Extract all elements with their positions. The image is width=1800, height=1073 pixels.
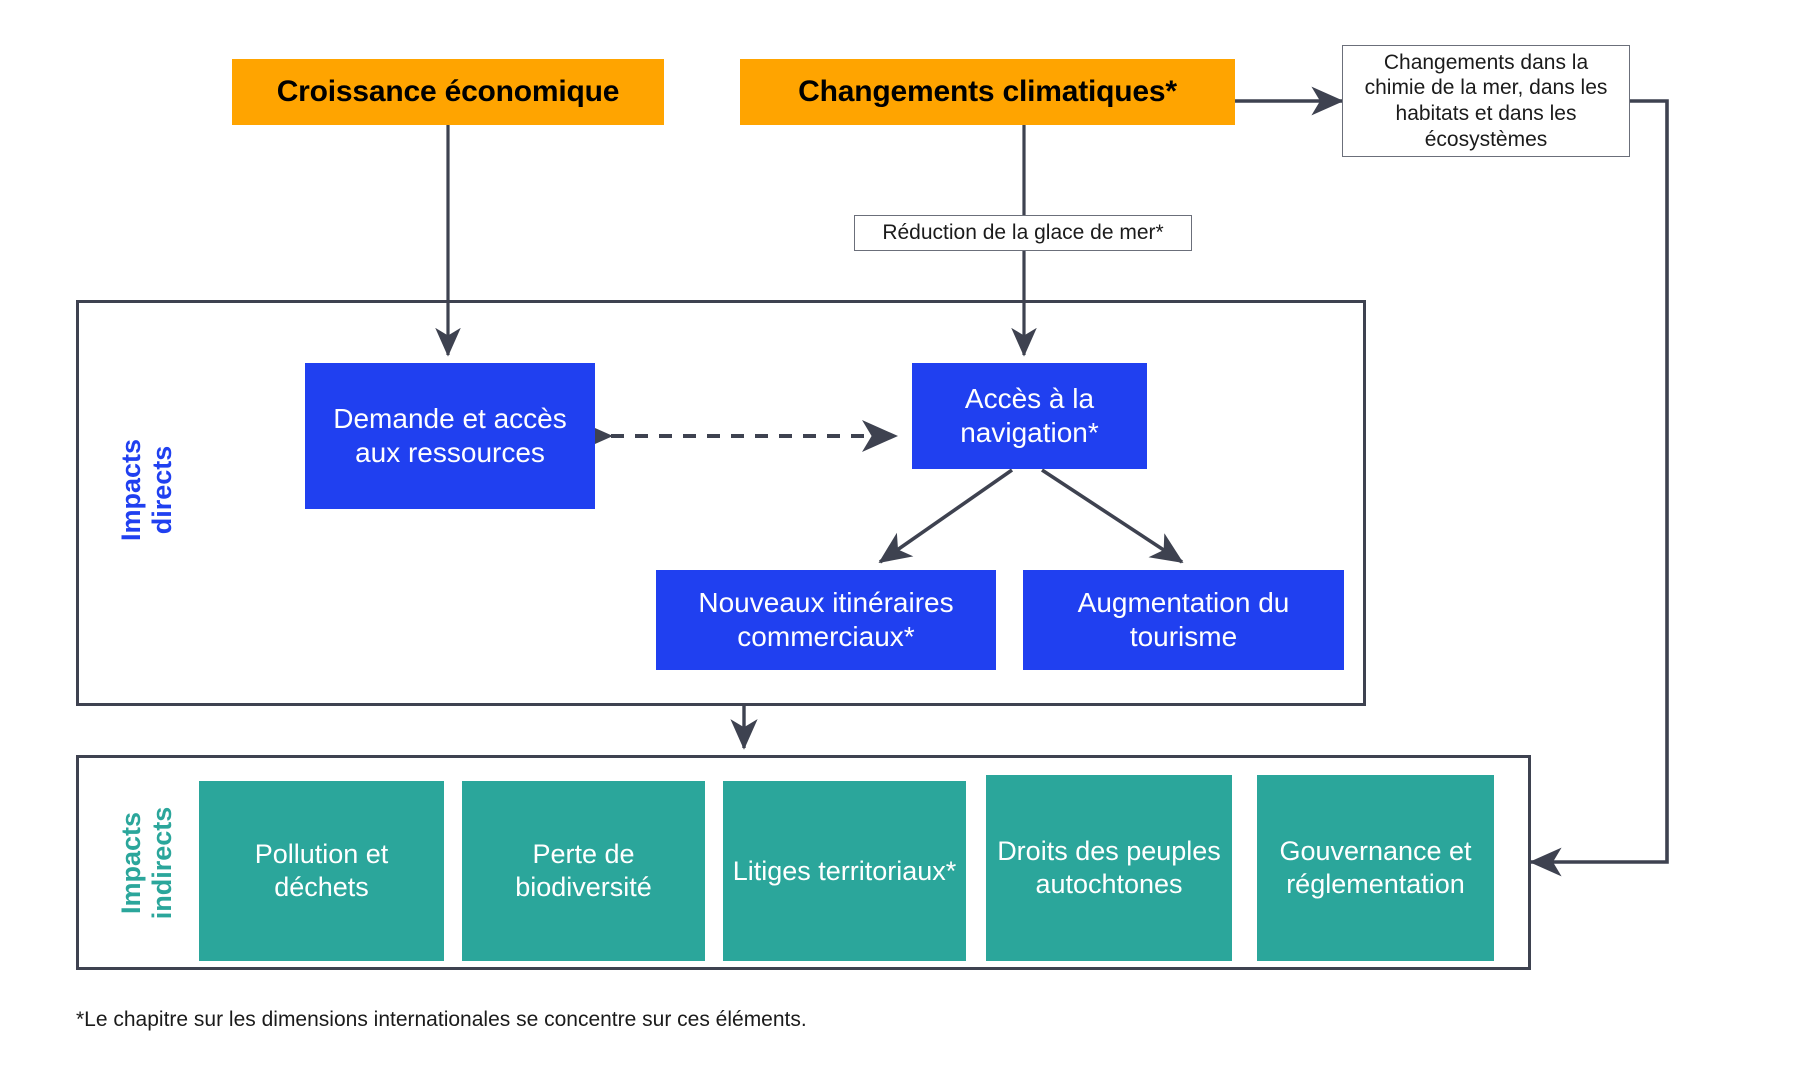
- indirect-node-pollution-et-dechets[interactable]: Pollution et déchets: [199, 781, 444, 961]
- direct-label-tourisme: Augmentation du tourisme: [1077, 586, 1290, 652]
- driver-box-changements-climatiques[interactable]: Changements climatiques*: [740, 59, 1235, 125]
- intermediate-box-glace-de-mer[interactable]: Réduction de la glace de mer*: [854, 215, 1192, 251]
- driver-label-croissance: Croissance économique: [276, 74, 620, 108]
- group-frame-impacts-directs: [76, 300, 1366, 706]
- intermediate-box-chimie-de-la-mer[interactable]: Changements dans la chimie de la mer, da…: [1342, 45, 1630, 157]
- indirect-label-litiges: Litiges territoriaux*: [732, 855, 957, 886]
- direct-label-navigation: Accès à la navigation*: [960, 382, 1099, 448]
- indirect-label-droits: Droits des peuples autochtones: [997, 836, 1221, 899]
- intermediate-label-chimie: Changements dans la chimie de la mer, da…: [1364, 50, 1608, 151]
- direct-node-nouveaux-itineraires-commerciaux[interactable]: Nouveaux itinéraires commerciaux*: [656, 570, 996, 670]
- indirect-node-perte-de-biodiversite[interactable]: Perte de biodiversité: [462, 781, 705, 961]
- direct-label-demande: Demande et accès aux ressources: [333, 402, 567, 468]
- indirect-node-gouvernance-et-reglementation[interactable]: Gouvernance et réglementation: [1257, 775, 1494, 961]
- indirect-node-droits-des-peuples-autochtones[interactable]: Droits des peuples autochtones: [986, 775, 1232, 961]
- direct-node-acces-a-la-navigation[interactable]: Accès à la navigation*: [912, 363, 1147, 469]
- indirect-label-biodiversite: Perte de biodiversité: [515, 839, 652, 902]
- connector-chimie-to-indirect: [1529, 99, 1669, 877]
- direct-label-itineraires: Nouveaux itinéraires commerciaux*: [698, 586, 954, 652]
- indirect-node-litiges-territoriaux[interactable]: Litiges territoriaux*: [723, 781, 966, 961]
- footnote-text: *Le chapitre sur les dimensions internat…: [76, 1008, 807, 1031]
- indirect-label-gouvernance: Gouvernance et réglementation: [1279, 836, 1472, 899]
- driver-box-croissance-economique[interactable]: Croissance économique: [232, 59, 664, 125]
- indirect-label-pollution: Pollution et déchets: [254, 839, 389, 902]
- driver-label-climat: Changements climatiques*: [798, 74, 1177, 108]
- direct-node-augmentation-du-tourisme[interactable]: Augmentation du tourisme: [1023, 570, 1344, 670]
- group-label-impacts-indirects: Impacts indirects: [116, 806, 178, 920]
- group-frame-impacts-indirects: [76, 755, 1531, 970]
- group-label-impacts-directs: Impacts directs: [116, 438, 178, 542]
- direct-node-demande-et-acces-aux-ressources[interactable]: Demande et accès aux ressources: [305, 363, 595, 509]
- intermediate-label-glace: Réduction de la glace de mer*: [882, 221, 1164, 245]
